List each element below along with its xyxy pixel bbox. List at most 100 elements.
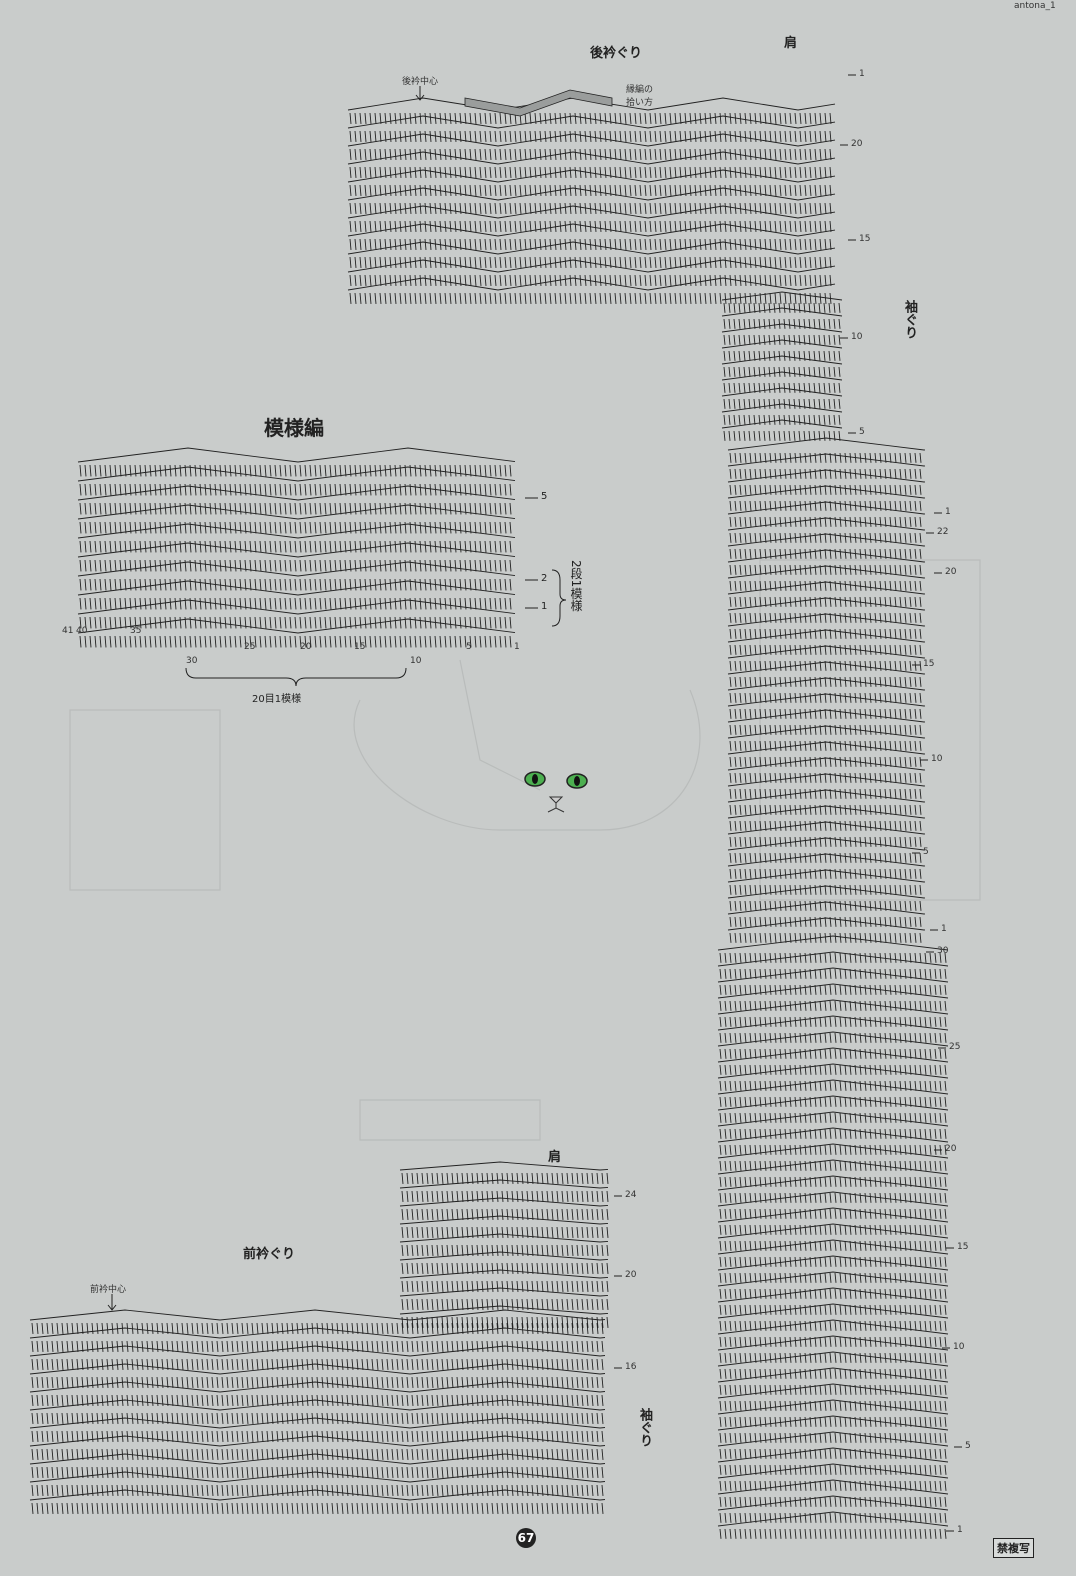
stitch: [879, 884, 882, 895]
stitch: [749, 932, 752, 943]
stitch: [799, 1368, 802, 1379]
stitch: [189, 464, 192, 477]
stitch: [944, 1272, 947, 1283]
stitch: [799, 952, 802, 963]
stitch: [814, 820, 817, 831]
chain-row: [347, 169, 836, 183]
stitch: [808, 302, 811, 313]
stitch: [369, 464, 372, 477]
stitch: [754, 484, 757, 495]
stitch: [364, 597, 367, 610]
stitch: [754, 166, 757, 178]
stitch: [379, 202, 382, 214]
stitch: [769, 202, 772, 214]
stitch: [839, 676, 842, 687]
stitch: [939, 968, 942, 979]
stitch: [914, 1064, 917, 1075]
stitch: [639, 184, 642, 196]
chain-row: [727, 773, 926, 787]
stitch: [844, 1496, 847, 1507]
stitch: [904, 1496, 907, 1507]
stitch: [919, 1272, 922, 1283]
stitch: [754, 756, 757, 767]
stitch: [274, 464, 277, 477]
stitch: [809, 292, 812, 304]
stitch: [764, 1464, 767, 1475]
stitch: [564, 202, 567, 214]
chain-row: [717, 1063, 949, 1079]
stitch: [924, 1064, 927, 1075]
stitch: [419, 483, 422, 496]
stitch: [828, 366, 831, 377]
stitch: [769, 166, 772, 178]
stitch: [874, 1048, 877, 1059]
stitch: [733, 414, 736, 425]
stitch: [804, 1016, 807, 1027]
stitch: [689, 274, 692, 286]
stitch: [884, 1192, 887, 1203]
stitch: [834, 1128, 837, 1139]
stitch: [874, 1528, 877, 1539]
stitch: [229, 483, 232, 496]
stitch: [809, 548, 812, 559]
stitch: [909, 612, 912, 623]
stitch: [864, 1288, 867, 1299]
stitch: [838, 382, 841, 393]
stitch: [259, 578, 262, 591]
stitch: [874, 1144, 877, 1155]
stitch: [823, 430, 826, 441]
stitch: [359, 540, 362, 553]
stitch: [389, 184, 392, 196]
stitch: [574, 166, 577, 178]
stitch: [789, 112, 792, 124]
stitch: [239, 559, 242, 572]
stitch: [224, 521, 227, 534]
stitch: [774, 1160, 777, 1171]
stitch: [624, 166, 627, 178]
stitch: [524, 148, 527, 160]
stitch: [869, 1048, 872, 1059]
stitch: [869, 968, 872, 979]
stitch: [794, 984, 797, 995]
stitch: [544, 130, 547, 142]
stitch: [804, 1208, 807, 1219]
stitch: [829, 148, 832, 160]
stitch: [739, 1528, 742, 1539]
stitch: [729, 1256, 732, 1267]
stitch: [859, 1192, 862, 1203]
chain-row: [727, 453, 926, 467]
stitch: [814, 852, 817, 863]
chain-row: [717, 1143, 949, 1159]
stitch: [764, 256, 767, 268]
stitch: [364, 540, 367, 553]
stitch: [724, 238, 727, 250]
stitch: [729, 1272, 732, 1283]
stitch: [734, 484, 737, 495]
stitch: [744, 1480, 747, 1491]
stitch: [399, 464, 402, 477]
stitch: [849, 1176, 852, 1187]
stitch: [744, 868, 747, 879]
stitch: [738, 302, 741, 313]
stitch: [339, 559, 342, 572]
stitch: [849, 756, 852, 767]
stitch: [749, 916, 752, 927]
stitch: [104, 540, 107, 553]
stitch: [734, 548, 737, 559]
stitch: [489, 166, 492, 178]
stitch: [829, 1496, 832, 1507]
stitch: [399, 166, 402, 178]
stitch: [874, 644, 877, 655]
stitch: [829, 1000, 832, 1011]
stitch: [794, 1384, 797, 1395]
stitch: [729, 468, 732, 479]
stitch: [179, 597, 182, 610]
stitch: [834, 852, 837, 863]
stitch: [504, 202, 507, 214]
stitch: [894, 1496, 897, 1507]
stitch: [369, 540, 372, 553]
stitch: [754, 580, 757, 591]
stitch: [919, 968, 922, 979]
stitch: [829, 1368, 832, 1379]
stitch: [729, 1176, 732, 1187]
